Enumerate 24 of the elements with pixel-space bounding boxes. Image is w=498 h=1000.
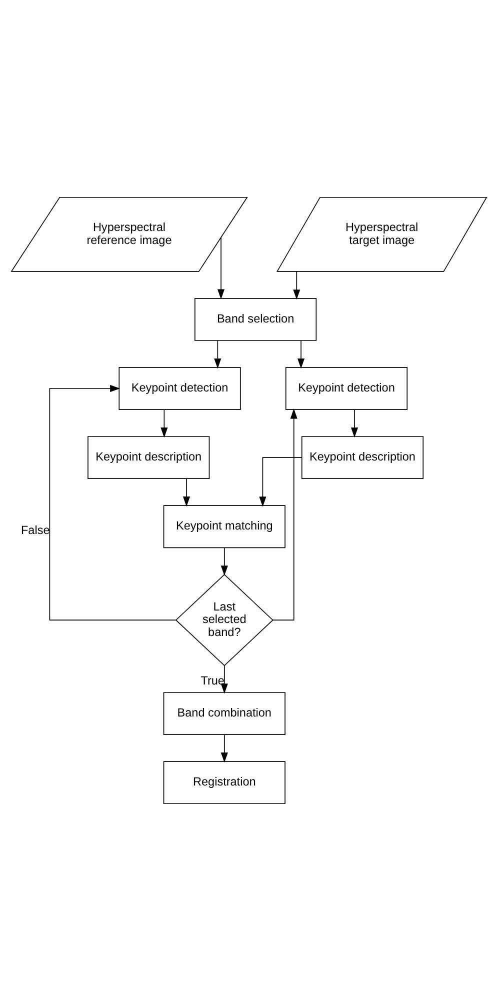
arrow <box>297 340 305 368</box>
arrow <box>182 478 190 506</box>
edge-label: False <box>20 523 50 536</box>
node-box: Keypoint description <box>88 436 210 479</box>
arrow <box>220 546 228 576</box>
arrow <box>272 408 298 620</box>
arrow <box>160 408 168 438</box>
edge-label: True <box>200 674 224 687</box>
arrow <box>217 236 225 299</box>
arrow <box>220 734 228 762</box>
node-box: Band selection <box>194 298 317 340</box>
arrow <box>214 340 222 368</box>
arrow <box>259 456 302 506</box>
node-box: Keypoint detection <box>118 366 241 410</box>
arrow <box>293 270 300 300</box>
node-box: Registration <box>163 760 286 804</box>
node-box: Keypoint matching <box>163 504 286 548</box>
node-box: Keypoint detection <box>285 366 408 410</box>
node-diamond: Last selected band? <box>175 574 274 666</box>
arrow <box>220 664 228 694</box>
node-box: Keypoint description <box>301 436 424 479</box>
arrow <box>350 408 358 438</box>
node-box: Band combination <box>163 692 286 734</box>
arrow <box>49 384 176 620</box>
